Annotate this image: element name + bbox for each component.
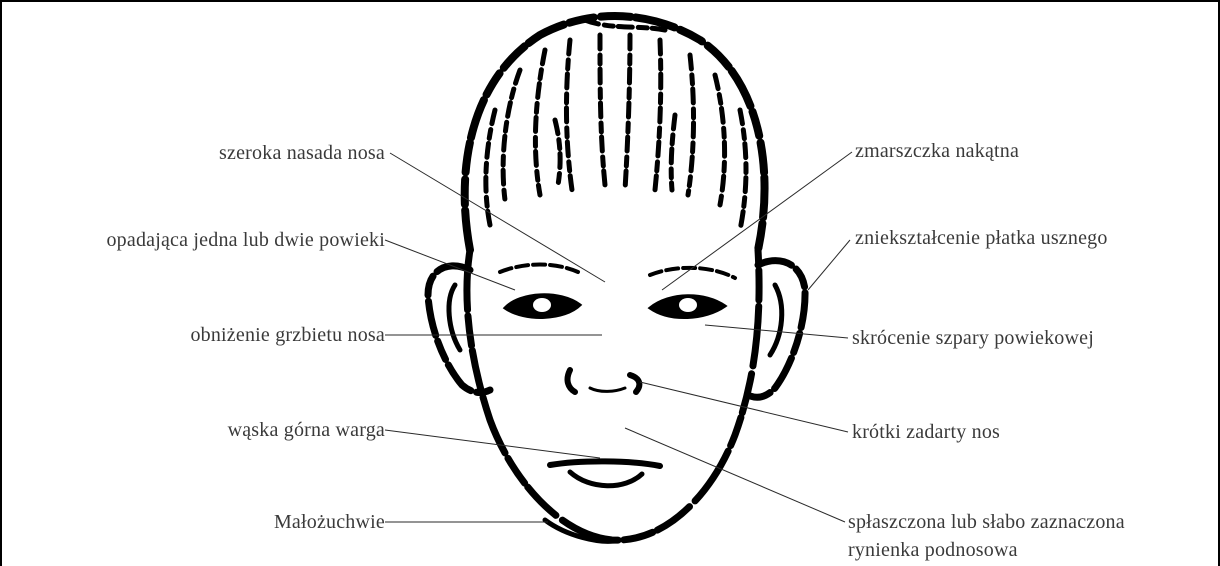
nostril [590,388,625,391]
label-short-palpebral-fissure: skrócenie szpary powiekowej [852,326,1094,350]
label-drooping-eyelids: opadająca jedna lub dwie powieki [106,228,385,252]
left-ear [428,266,490,393]
label-lowered-nasal-bridge: obniżenie grzbietu nosa [190,323,385,347]
hair-strands [486,20,746,230]
leader-short-upturned-nose [640,382,848,432]
label-micrognathia: Małożuchwie [274,510,385,534]
left-eyebrow [500,265,578,273]
label-wide-nasal-bridge: szeroka nasada nosa [219,141,385,165]
leader-drooping-eyelids [385,240,515,290]
label-flat-philtrum-line2: rynienka podnosowa [848,538,1018,562]
leader-ear-lobe-deformity [808,240,850,290]
face-outline [467,250,759,540]
hair-outline [465,16,765,250]
mouth-upper [550,461,660,466]
label-short-upturned-nose: krótki zadarty nos [852,420,1000,444]
mouth-lower [570,472,642,486]
label-epicanthal-fold: zmarszczka nakątna [855,139,1019,163]
label-flat-philtrum: spłaszczona lub słabo zaznaczona [848,510,1125,534]
label-ear-lobe-deformity: zniekształcenie płatka usznego [855,226,1108,250]
nose-right [630,375,639,392]
leader-wide-nasal-bridge [390,153,605,282]
label-thin-upper-lip: wąska górna warga [228,418,385,442]
right-ear-inner [770,285,782,355]
right-eyebrow [650,268,735,278]
left-ear-inner [449,285,460,350]
nose-left [568,370,575,392]
